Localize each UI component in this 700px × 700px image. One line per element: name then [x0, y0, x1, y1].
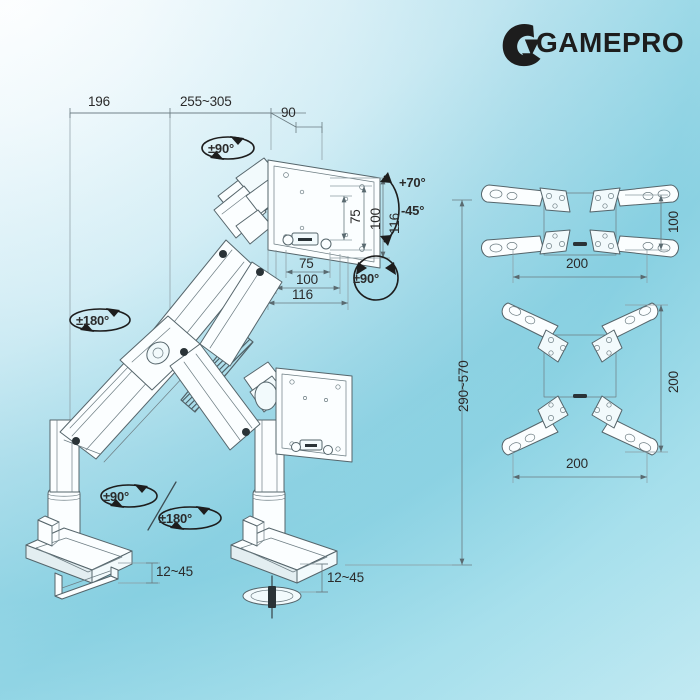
label-base-swivel: ±90°	[103, 489, 129, 504]
rotation-indicator-base-swivel	[100, 484, 158, 508]
label-base-rotation: ±180°	[159, 511, 193, 526]
adapter1-height: 100	[666, 211, 681, 233]
dim-head-depth: 90	[281, 105, 296, 120]
clamp-thickness-dim-left	[118, 562, 160, 584]
brand-wordmark: GAMEPRO	[536, 27, 685, 58]
tilt-arc-indicator	[380, 172, 400, 246]
monitor-plate-upper	[267, 159, 381, 269]
vesa-adapter-200x100	[481, 184, 679, 283]
dim-arm-reach: 255~305	[180, 94, 232, 109]
rotation-indicator-arm	[69, 308, 131, 332]
lower-arm-link-right	[169, 343, 261, 451]
desk-clamp-right	[230, 485, 338, 619]
vesa-width-116: 116	[292, 287, 313, 302]
dim-clamp-left: 12~45	[156, 564, 193, 579]
vesa-height-100: 100	[368, 208, 383, 230]
label-tilt-up: +70°	[399, 175, 426, 190]
rotation-indicator-base-rotation	[158, 506, 222, 530]
dim-clamp-right: 12~45	[327, 570, 364, 585]
monitor-plate-lower	[275, 367, 353, 463]
adapter1-width: 200	[566, 256, 588, 271]
vesa-adapter-200x200	[501, 302, 668, 483]
vesa-dimension-lines	[267, 177, 390, 310]
vesa-width-75: 75	[299, 256, 314, 271]
adapter2-width: 200	[566, 456, 588, 471]
label-head-swivel: ±90°	[208, 141, 234, 156]
vesa-width-100: 100	[296, 272, 318, 287]
label-screen-rotation: ±90°	[353, 271, 379, 286]
monitor-arm-right-assembly	[169, 261, 338, 619]
rotation-indicator-head	[201, 136, 255, 160]
desk-clamp-left	[25, 485, 133, 600]
gamepro-g-icon	[502, 24, 541, 67]
upper-arm-link-right	[199, 261, 283, 367]
top-dimension-chain	[69, 108, 323, 452]
label-arm-rotation: ±180°	[76, 313, 110, 328]
arm-mid-joint-left	[119, 315, 201, 391]
label-tilt-down: -45°	[401, 203, 425, 218]
dim-height-range: 290~570	[456, 360, 471, 412]
adapter2-height: 200	[666, 371, 681, 393]
height-dimension	[345, 199, 472, 566]
clamp-thickness-dim-right	[300, 563, 328, 593]
vesa-height-75: 75	[348, 209, 363, 224]
divider-slash	[147, 481, 177, 531]
rotation-indicator-screen	[353, 255, 399, 301]
dim-base-depth: 196	[88, 94, 110, 109]
vesa-height-116: 116	[387, 213, 402, 234]
